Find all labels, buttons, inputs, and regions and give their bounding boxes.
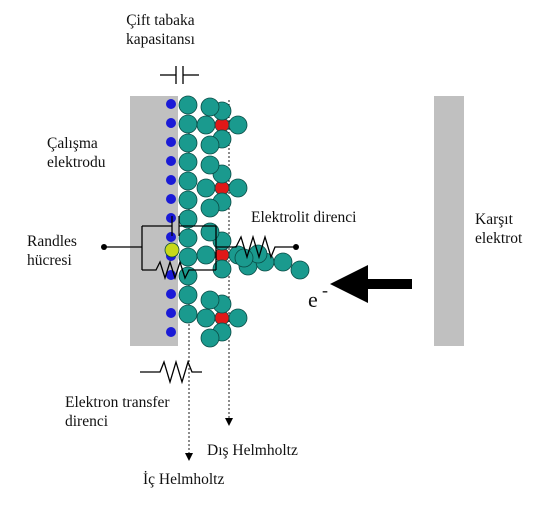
working-electrode-label: Çalışma elektrodu bbox=[47, 135, 106, 171]
electron-symbol: e bbox=[308, 287, 318, 312]
ion bbox=[200, 290, 220, 310]
electron-dot bbox=[166, 289, 176, 299]
electron-dot bbox=[166, 327, 176, 337]
ion bbox=[178, 171, 198, 191]
electron-flow-arrow bbox=[330, 265, 412, 303]
electron-dot bbox=[166, 156, 176, 166]
electron-dot bbox=[166, 137, 176, 147]
ion bbox=[178, 304, 198, 324]
electrolyte-resistance-label: Elektrolit direnci bbox=[251, 209, 357, 226]
ion bbox=[178, 209, 198, 229]
ion bbox=[273, 252, 293, 272]
ion-layer bbox=[164, 95, 310, 348]
ion bbox=[234, 248, 254, 268]
ion bbox=[200, 328, 220, 348]
double-layer-capacitance-label: Çift tabaka kapasitansı bbox=[126, 12, 195, 48]
electron-transfer-resistance-label: Elektron transfer direnci bbox=[65, 394, 170, 430]
ion bbox=[196, 308, 216, 328]
electron-dot bbox=[166, 308, 176, 318]
adsorbed-species bbox=[164, 242, 180, 258]
ion bbox=[200, 97, 220, 117]
ion bbox=[200, 198, 220, 218]
electron-transfer-resistor-symbol bbox=[140, 359, 202, 385]
randles-terminal-right bbox=[293, 244, 299, 250]
ion bbox=[178, 285, 198, 305]
ion bbox=[212, 259, 232, 279]
ion bbox=[200, 135, 220, 155]
ion bbox=[228, 178, 248, 198]
electron-dot bbox=[166, 194, 176, 204]
randles-cell-label: Randles hücresi bbox=[27, 233, 77, 269]
ion bbox=[200, 155, 220, 175]
ion bbox=[196, 115, 216, 135]
ion bbox=[178, 190, 198, 210]
electron-dot bbox=[166, 213, 176, 223]
double-layer-capacitor-symbol bbox=[160, 66, 199, 84]
ion bbox=[228, 115, 248, 135]
ion bbox=[178, 133, 198, 153]
ion bbox=[178, 114, 198, 134]
inner-helmholtz-arrow bbox=[185, 453, 193, 461]
ion bbox=[290, 260, 310, 280]
ion bbox=[196, 245, 216, 265]
ion bbox=[178, 152, 198, 172]
electron-dot bbox=[166, 99, 176, 109]
outer-helmholtz-label: Dış Helmholtz bbox=[207, 442, 298, 459]
randles-circuit bbox=[104, 216, 296, 281]
electron-dot bbox=[166, 118, 176, 128]
ion bbox=[178, 95, 198, 115]
counter-electrode bbox=[434, 96, 464, 346]
outer-helmholtz-arrow bbox=[225, 418, 233, 426]
ion bbox=[178, 247, 198, 267]
counter-electrode-label: Karşıt elektrot bbox=[475, 211, 523, 247]
ion bbox=[196, 178, 216, 198]
electron-charge-symbol: - bbox=[322, 280, 328, 300]
ion bbox=[178, 228, 198, 248]
electron-dot bbox=[166, 232, 176, 242]
ion bbox=[200, 222, 220, 242]
inner-helmholtz-label: İç Helmholtz bbox=[143, 471, 225, 488]
ion bbox=[228, 308, 248, 328]
randles-terminal-left bbox=[101, 244, 107, 250]
electron-dot bbox=[166, 175, 176, 185]
